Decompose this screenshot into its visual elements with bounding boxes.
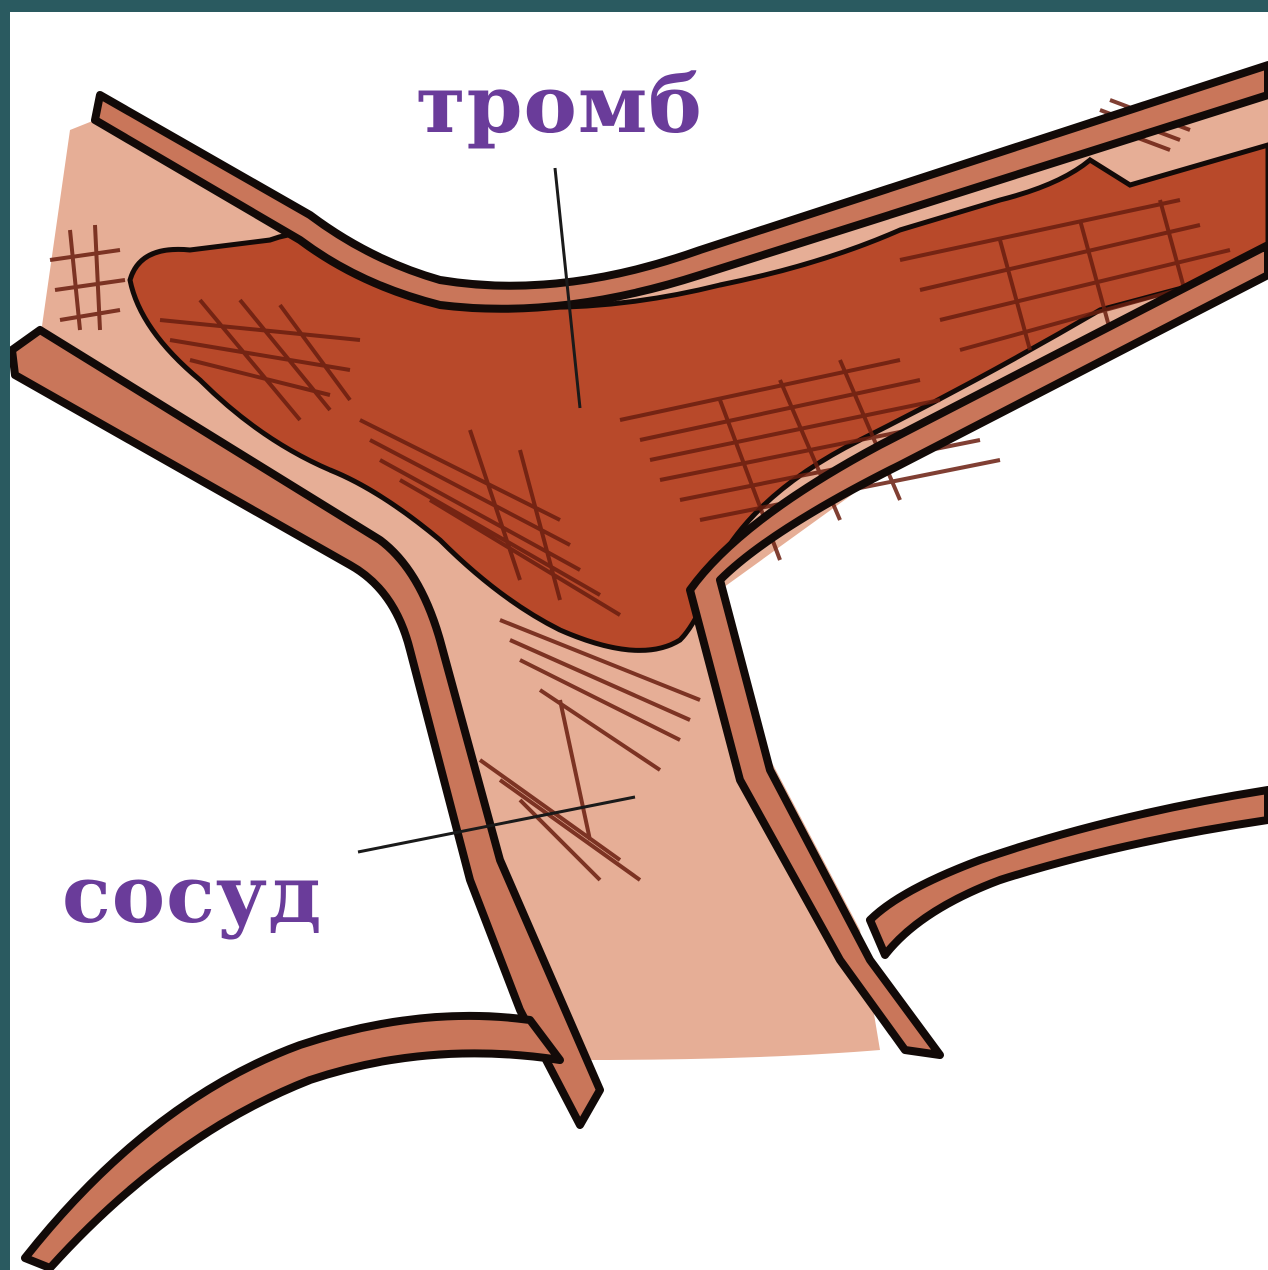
- lower-left-vessel: [25, 1016, 560, 1268]
- thrombus-label: тромб: [416, 64, 703, 144]
- vessel-label: сосуд: [62, 854, 322, 934]
- lower-right-vessel: [870, 790, 1268, 955]
- vessel-thrombus-illustration: [10, 12, 1268, 1270]
- illustration-area: тромб сосуд: [10, 12, 1268, 1270]
